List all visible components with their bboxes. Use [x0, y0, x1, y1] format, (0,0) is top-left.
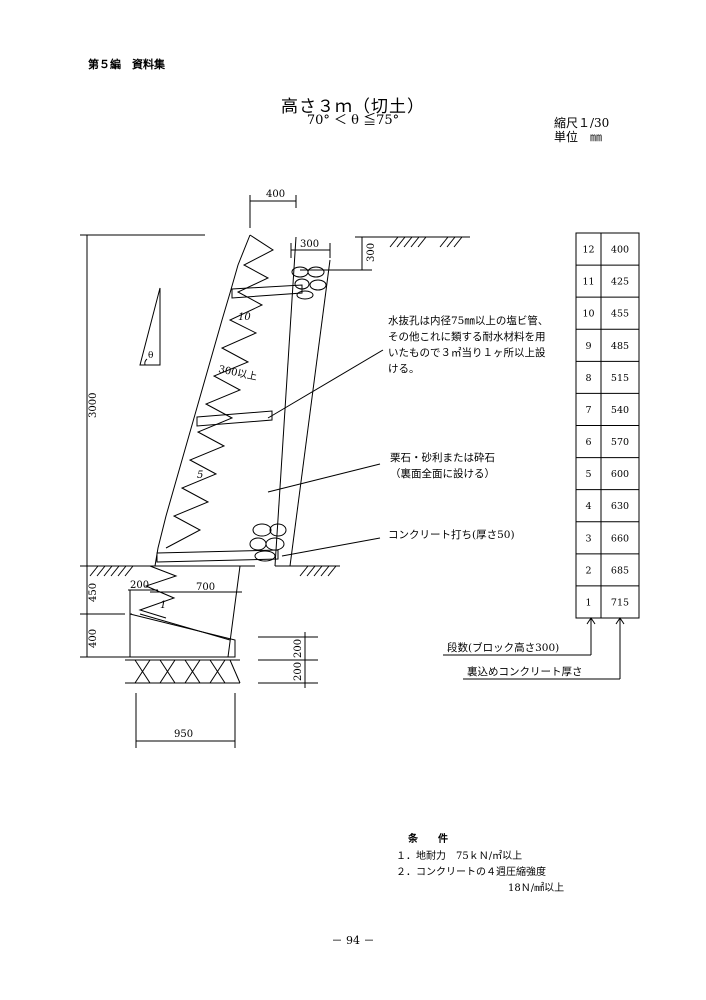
- table-step-cell: 11: [582, 277, 594, 288]
- gravel-note-line: 栗石・砂利または砕石: [390, 452, 495, 464]
- page-number: － 94 －: [331, 934, 375, 947]
- legend-concrete: 裏込めコンクリート厚さ: [467, 666, 583, 678]
- base-height-label: 450: [88, 583, 99, 602]
- table-step-cell: 4: [585, 501, 591, 512]
- gravel-stones: [249, 266, 327, 562]
- drain-note-line: その他これに類する耐水材料を用: [388, 331, 546, 343]
- back-concrete: [156, 236, 331, 567]
- gravel-note-line: （裏面全面に設ける）: [390, 468, 495, 480]
- table-leaders: [443, 617, 625, 680]
- table-thickness-cell: 630: [611, 501, 629, 512]
- unit-label: 単位 ㎜: [554, 130, 603, 144]
- table-thickness-cell: 455: [611, 309, 629, 320]
- concrete-note: コンクリート打ち(厚さ50): [388, 529, 515, 541]
- top-width-dimension: 400: [249, 189, 297, 228]
- table-thickness-cell: 685: [611, 565, 629, 576]
- top-width-label: 400: [266, 189, 285, 200]
- bottom-ground: [85, 565, 340, 577]
- table-thickness-cell: 600: [611, 469, 629, 480]
- block-10-label: 10: [238, 312, 251, 323]
- toe-width-label: 200: [130, 580, 149, 591]
- table-step-cell: 7: [585, 405, 591, 416]
- gravel-note: 栗石・砂利または砕石 （裏面全面に設ける）: [390, 450, 495, 482]
- table-thickness-cell: 425: [611, 277, 629, 288]
- drain-note-line: いたもので３㎡当り１ヶ所以上設: [388, 347, 546, 359]
- top-depth-label: 300: [366, 243, 377, 262]
- angle-range: 70° ＜ θ ≦75°: [306, 113, 400, 128]
- table-step-cell: 10: [582, 309, 594, 320]
- block-1-label: 1: [160, 600, 166, 611]
- scale-info: 縮尺１/30 単位 ㎜: [554, 116, 609, 144]
- gravel-depth-2-label: 200: [293, 662, 304, 681]
- base-width-label: 950: [174, 729, 193, 740]
- top-offset-dimension: 300: [290, 239, 331, 258]
- page-title: 高さ３ｍ（切土）: [281, 97, 425, 117]
- legend-steps: 段数(ブロック高さ300): [447, 642, 560, 654]
- base-width-dimension: 950: [135, 693, 236, 748]
- height-dimension: 3000 450 400: [80, 235, 160, 658]
- height-label: 3000: [88, 393, 99, 418]
- table-step-cell: 9: [585, 341, 591, 352]
- drain-note: 水抜孔は内径75㎜以上の塩ビ管、 その他これに類する耐水材料を用 いたもので３㎡…: [388, 313, 548, 377]
- footing-height-label: 400: [88, 629, 99, 648]
- table-step-cell: 8: [585, 373, 591, 384]
- section-header: 第５編 資料集: [88, 58, 165, 71]
- conditions-title: 条 件: [408, 834, 448, 845]
- table-thickness-cell: 570: [611, 437, 629, 448]
- table-step-cell: 6: [585, 437, 591, 448]
- table-thickness-cell: 660: [611, 533, 629, 544]
- gravel-bed: 200 200: [125, 632, 318, 688]
- condition-item-1: １．地耐力 75ｋＮ/㎡以上: [396, 851, 523, 862]
- footing: 200 700: [128, 565, 255, 658]
- table-step-cell: 3: [585, 533, 591, 544]
- condition-item-2-value: 18Ｎ/㎟以上: [508, 883, 565, 894]
- top-ground: [80, 234, 470, 248]
- table-step-cell: 1: [585, 597, 591, 608]
- table-thickness-cell: 485: [611, 341, 629, 352]
- table-thickness-cell: 400: [611, 245, 629, 256]
- table-step-cell: 2: [585, 565, 591, 576]
- scale-label: 縮尺１/30: [554, 116, 610, 130]
- theta-triangle: θ: [139, 287, 161, 366]
- gravel-depth-1-label: 200: [293, 639, 304, 658]
- table-thickness-cell: 540: [611, 405, 629, 416]
- leader-lines: [267, 349, 384, 557]
- drain-note-line: 水抜孔は内径75㎜以上の塩ビ管、: [388, 315, 549, 327]
- table-step-cell: 12: [582, 245, 594, 256]
- condition-item-2: ２．コンクリートの４週圧縮強度: [396, 867, 546, 878]
- table-thickness-cell: 715: [611, 597, 629, 608]
- bottom-width-label: 700: [196, 582, 215, 593]
- theta-label: θ: [148, 351, 153, 361]
- table-thickness-cell: 515: [611, 373, 629, 384]
- drain-note-line: ける。: [388, 363, 420, 375]
- table-step-cell: 5: [585, 469, 591, 480]
- top-offset-label: 300: [300, 239, 319, 250]
- block-5-label: 5: [197, 470, 203, 481]
